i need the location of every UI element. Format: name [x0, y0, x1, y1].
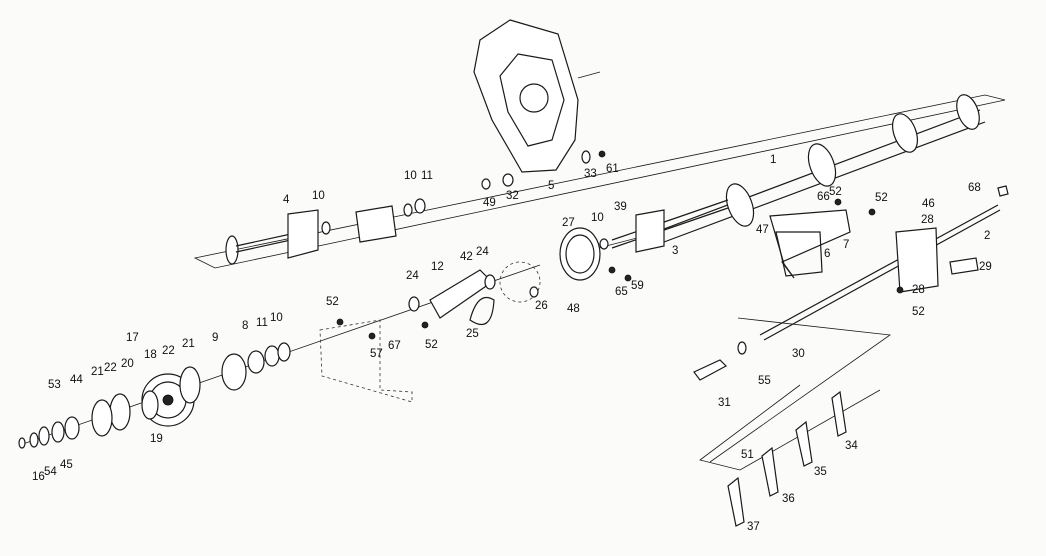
callout-46: 46	[922, 198, 935, 210]
lever-plane-b	[699, 384, 881, 471]
callout-12: 12	[431, 261, 444, 273]
callout-37: 37	[747, 521, 760, 533]
callout-28-a: 28	[921, 214, 934, 226]
callout-65: 65	[615, 286, 628, 298]
callout-21-b: 21	[182, 338, 195, 350]
callout-28-b: 28	[912, 284, 925, 296]
callout-24-b: 24	[476, 246, 489, 258]
callout-44: 44	[70, 374, 83, 386]
callout-4: 4	[283, 194, 290, 206]
callout-30: 30	[792, 348, 805, 360]
callout-55: 55	[758, 375, 771, 387]
lever-plane-a	[709, 317, 892, 463]
bearing-block	[355, 205, 397, 243]
octagonal-plate	[473, 19, 601, 173]
callout-36: 36	[782, 493, 795, 505]
bracket-7	[769, 209, 851, 279]
callout-47: 47	[756, 224, 769, 236]
callout-10-d: 10	[270, 312, 283, 324]
callout-24-a: 24	[406, 270, 419, 282]
callout-25: 25	[466, 328, 479, 340]
callout-29: 29	[979, 261, 992, 273]
callout-52-d: 52	[875, 192, 888, 204]
clutch-discs	[18, 366, 201, 449]
callout-53: 53	[48, 379, 61, 391]
callout-42: 42	[460, 251, 473, 263]
callout-6: 6	[824, 248, 831, 260]
callout-26: 26	[535, 300, 548, 312]
callout-19: 19	[150, 433, 163, 445]
rod-2	[759, 204, 1001, 341]
callout-17: 17	[126, 332, 139, 344]
callout-10-c: 10	[591, 212, 604, 224]
callout-3: 3	[672, 245, 679, 257]
callout-52-e: 52	[912, 306, 925, 318]
callout-45: 45	[60, 459, 73, 471]
callout-10-a: 10	[312, 190, 325, 202]
stub-shaft-3	[611, 199, 729, 253]
callout-67: 67	[388, 340, 401, 352]
callout-48: 48	[567, 303, 580, 315]
callout-8: 8	[242, 320, 249, 332]
callout-51: 51	[741, 449, 754, 461]
shaft-4	[225, 209, 319, 265]
callout-22-b: 22	[162, 345, 175, 357]
callout-9: 9	[212, 332, 219, 344]
ring-10-left	[321, 221, 331, 235]
small-hardware	[336, 150, 904, 340]
callout-10-b: 10	[404, 170, 417, 182]
callout-7: 7	[843, 239, 850, 251]
callout-39: 39	[614, 201, 627, 213]
callout-22-a: 22	[104, 362, 117, 374]
callout-1: 1	[770, 154, 777, 166]
callout-11-a: 11	[421, 170, 433, 182]
crank-arm	[429, 261, 541, 325]
callout-31: 31	[718, 397, 731, 409]
callout-33: 33	[584, 168, 597, 180]
callout-2: 2	[984, 230, 991, 242]
main-tube	[639, 94, 986, 249]
callout-61: 61	[606, 163, 619, 175]
callout-21-a: 21	[91, 366, 104, 378]
callout-52-a: 52	[326, 296, 339, 308]
shaft-plane	[193, 94, 1006, 269]
bearing-11-top	[414, 198, 426, 214]
callout-27: 27	[562, 217, 575, 229]
lever-set	[727, 390, 847, 527]
callout-52-c: 52	[829, 186, 842, 198]
callout-49: 49	[483, 197, 496, 209]
bracket-28	[895, 185, 1009, 293]
callout-18: 18	[144, 349, 157, 361]
callout-57: 57	[370, 348, 383, 360]
callout-5: 5	[548, 180, 555, 192]
callout-66: 66	[817, 191, 830, 203]
callout-20: 20	[121, 358, 134, 370]
callout-32: 32	[506, 190, 519, 202]
callout-52-b: 52	[425, 339, 438, 351]
ring-10-top	[403, 203, 413, 217]
callout-68: 68	[968, 182, 981, 194]
lever-31	[693, 341, 747, 381]
callout-35: 35	[814, 466, 827, 478]
callout-59: 59	[631, 280, 644, 292]
dashed-bracket	[319, 319, 413, 403]
callout-16: 16	[32, 471, 45, 483]
callout-34: 34	[845, 440, 858, 452]
callout-11-b: 11	[256, 317, 268, 329]
callout-54: 54	[44, 466, 57, 478]
hub-assembly	[221, 342, 291, 391]
